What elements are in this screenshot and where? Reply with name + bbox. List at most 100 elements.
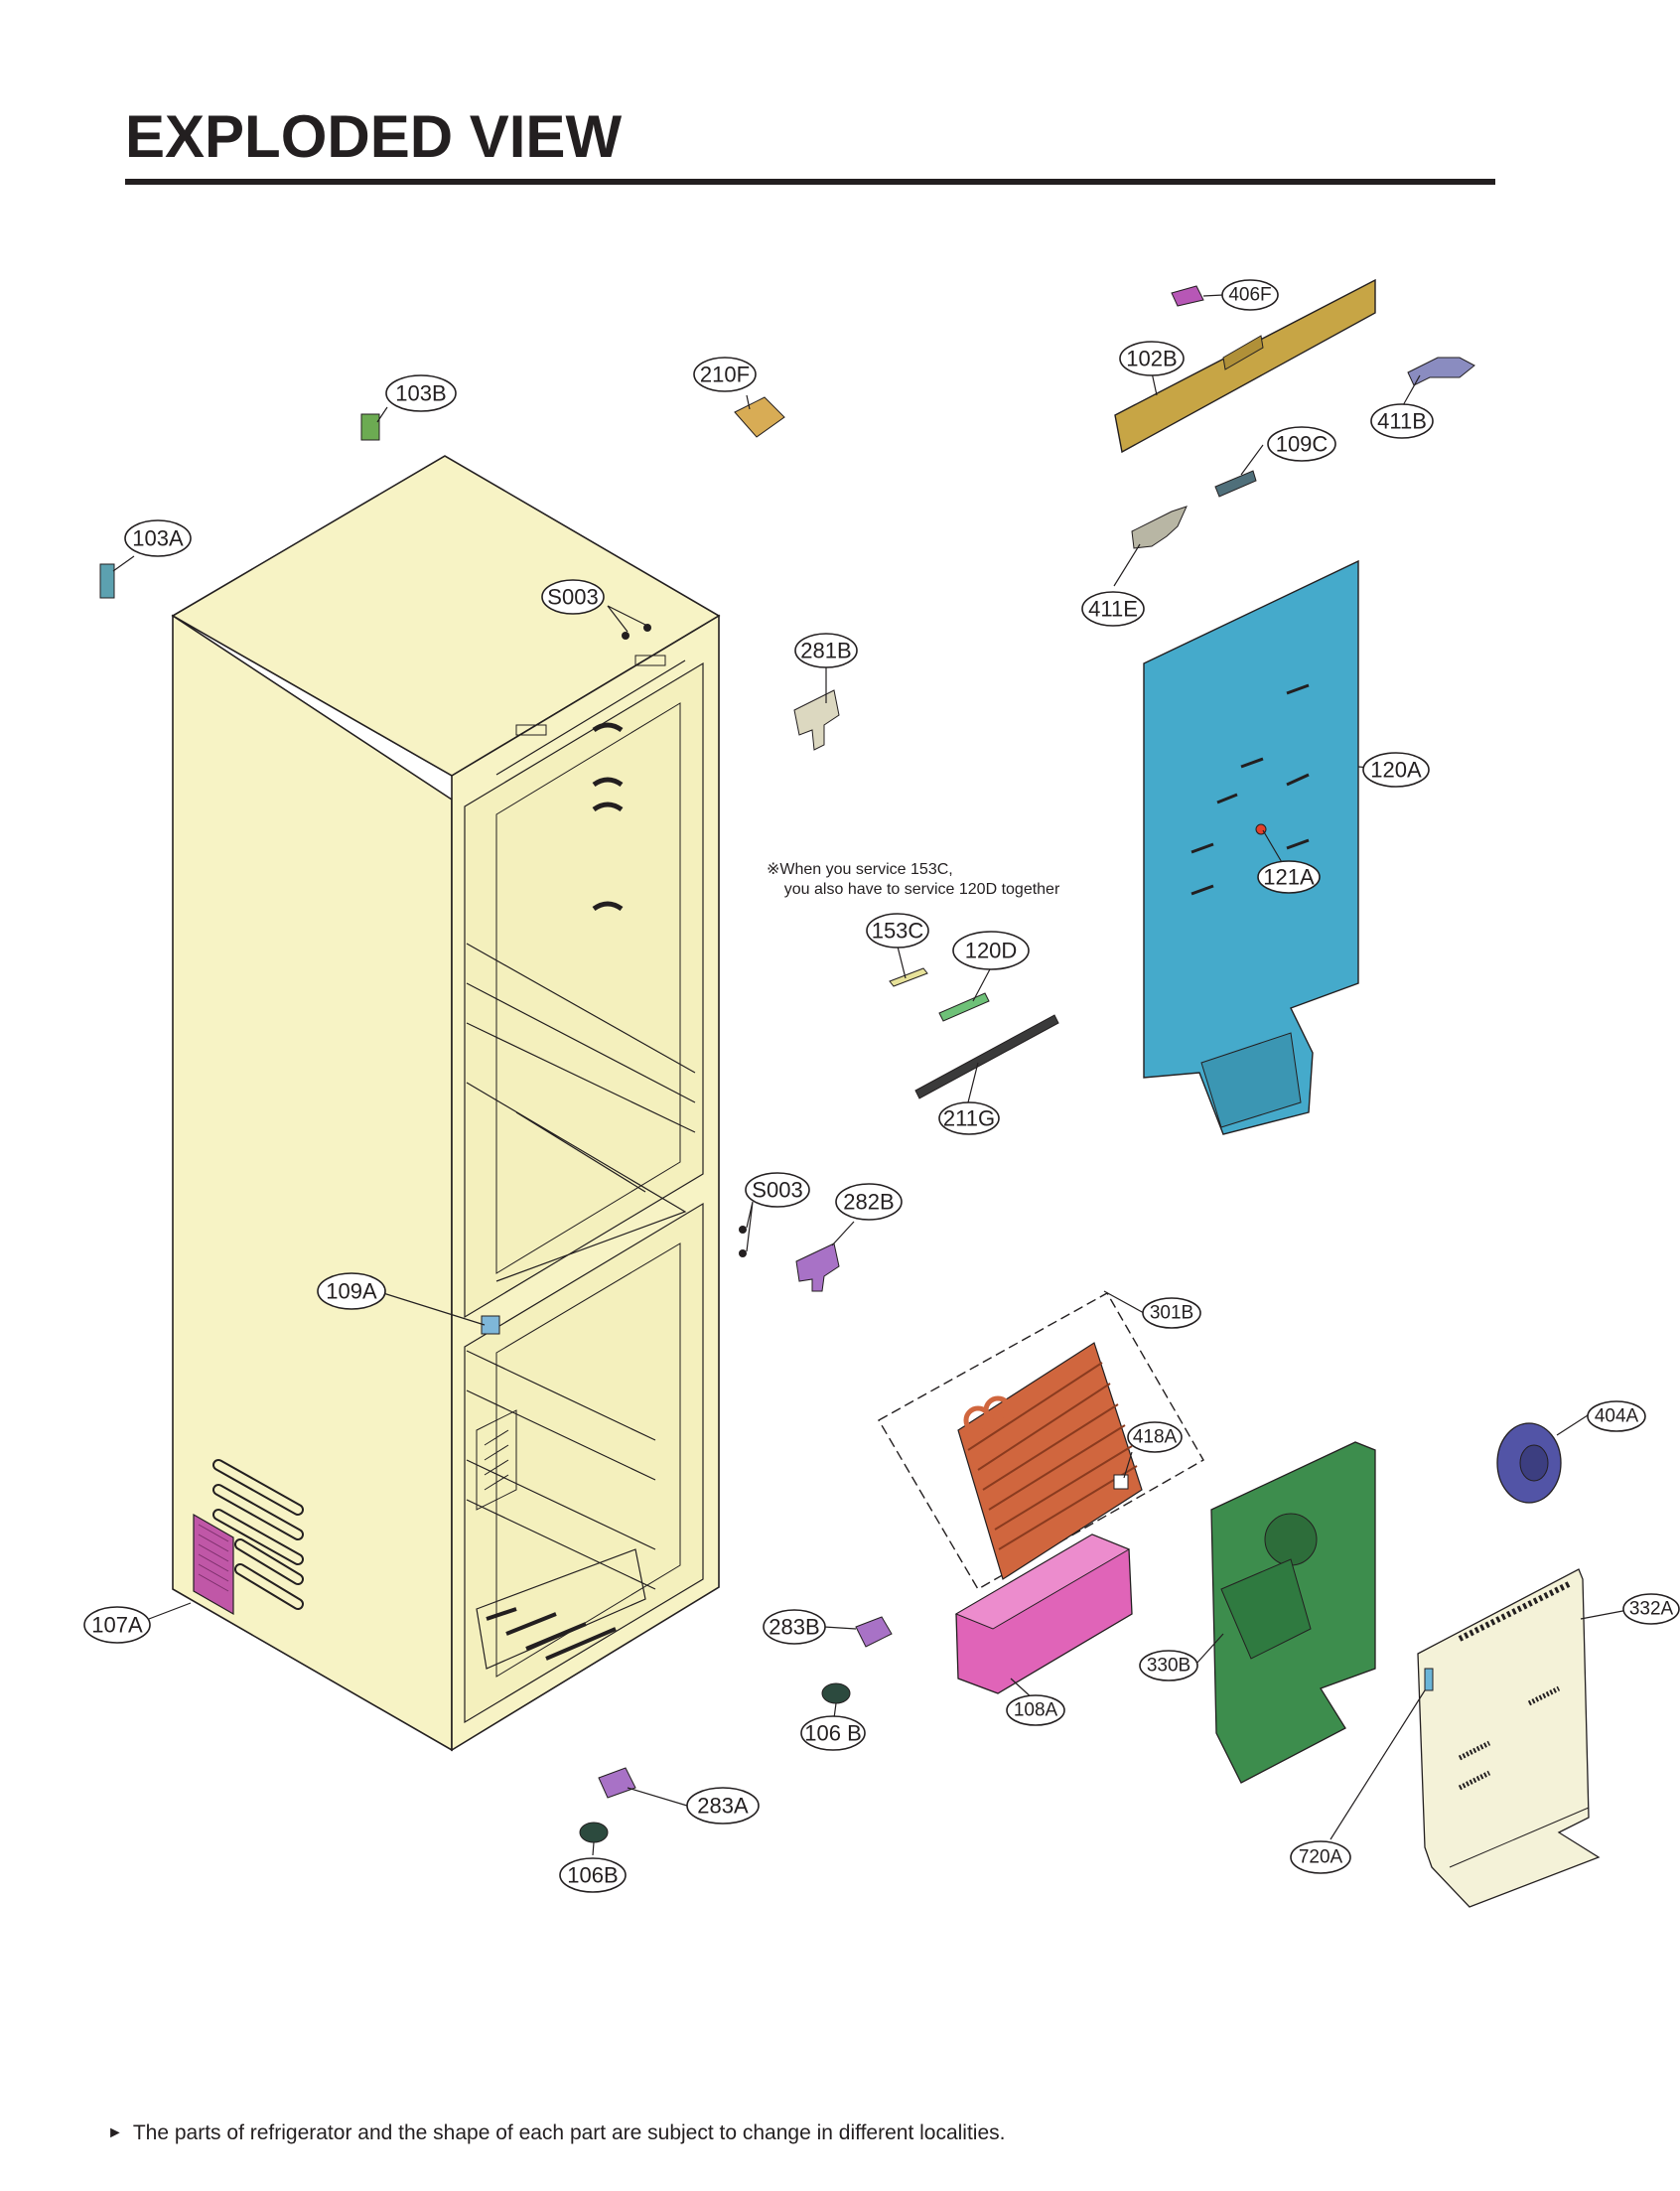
part-106B-roller-a [821, 1682, 851, 1704]
part-301B-evaporator-box [878, 1292, 1204, 1590]
part-301B-evaporator [957, 1342, 1143, 1580]
callout-107A: 107A [83, 1606, 151, 1644]
callout-S003-top: S003 [541, 579, 605, 615]
page-title: EXPLODED VIEW [125, 103, 623, 170]
svg-text:108A: 108A [1014, 1700, 1058, 1721]
svg-text:120D: 120D [965, 939, 1018, 963]
part-106B-roller-b [579, 1822, 609, 1843]
part-406F [1171, 285, 1204, 307]
part-330B-shroud [1210, 1441, 1376, 1784]
footer-marker-icon: ► [107, 2124, 123, 2141]
callout-283A: 283A [686, 1787, 760, 1825]
part-283B-hinge [855, 1616, 893, 1648]
service-note-line-2: you also have to service 120D together [783, 881, 1060, 898]
part-411B [1407, 357, 1475, 386]
part-S003-screws-middle [739, 1226, 747, 1257]
part-332A-grille [1417, 1568, 1601, 1908]
callout-330B: 330B [1139, 1650, 1198, 1681]
svg-text:283A: 283A [697, 1794, 749, 1819]
svg-text:332A: 332A [1629, 1599, 1674, 1620]
svg-text:120A: 120A [1370, 758, 1422, 783]
callout-S003-middle: S003 [745, 1172, 810, 1208]
callout-108A: 108A [1006, 1694, 1065, 1726]
footer-text: The parts of refrigerator and the shape … [132, 2121, 1006, 2144]
svg-text:411E: 411E [1088, 597, 1138, 622]
part-153C [889, 967, 928, 987]
svg-text:121A: 121A [1263, 865, 1315, 890]
callout-404A: 404A [1587, 1400, 1646, 1432]
svg-text:283B: 283B [769, 1615, 819, 1640]
svg-text:153C: 153C [872, 919, 924, 944]
callout-406F: 406F [1221, 279, 1279, 311]
part-720A [1424, 1668, 1434, 1691]
svg-text:S003: S003 [547, 585, 598, 610]
sensor-109A-part [481, 1315, 500, 1335]
callout-411E: 411E [1081, 591, 1145, 627]
part-120A-rear-cover [1143, 559, 1359, 1135]
part-418A [1113, 1474, 1129, 1490]
part-102B-top-cover [1114, 278, 1376, 454]
svg-text:211G: 211G [943, 1106, 995, 1131]
svg-text:418A: 418A [1133, 1427, 1178, 1448]
svg-text:720A: 720A [1299, 1847, 1343, 1868]
callout-102B: 102B [1119, 341, 1185, 376]
callout-282B: 282B [835, 1183, 903, 1221]
svg-text:103A: 103A [132, 526, 184, 551]
svg-text:102B: 102B [1126, 347, 1177, 371]
callout-153C: 153C [866, 913, 929, 949]
part-282B-hinge [795, 1242, 840, 1292]
fresh-food-compartment [464, 661, 704, 1319]
callout-720A: 720A [1290, 1840, 1351, 1874]
part-S003-screws-top [622, 624, 651, 640]
part-109C [1214, 470, 1257, 498]
svg-text:107A: 107A [91, 1613, 143, 1638]
svg-text:282B: 282B [843, 1190, 894, 1215]
callout-210F: 210F [693, 357, 757, 392]
callout-106B-lower: 106B [559, 1857, 627, 1893]
svg-text:301B: 301B [1150, 1303, 1193, 1324]
freezer-compartment [464, 1202, 704, 1724]
svg-text:103B: 103B [395, 381, 446, 406]
svg-text:404A: 404A [1595, 1406, 1639, 1427]
part-283A-hinge [598, 1767, 636, 1799]
svg-text:406F: 406F [1228, 285, 1271, 306]
part-210F [734, 396, 785, 438]
part-281B-hinge [793, 689, 840, 751]
part-108A-drain-tray [954, 1534, 1133, 1694]
service-note: ※When you service 153C, you also have to… [767, 860, 1059, 900]
callout-283B: 283B [763, 1609, 826, 1645]
callout-120D: 120D [952, 931, 1030, 970]
part-120D [938, 992, 990, 1022]
svg-text:330B: 330B [1147, 1656, 1190, 1677]
callout-301B: 301B [1142, 1297, 1201, 1329]
callout-411B: 411B [1370, 403, 1434, 439]
callout-332A: 332A [1622, 1593, 1680, 1625]
cabinet [171, 455, 721, 1752]
callout-121A: 121A [1257, 860, 1321, 894]
svg-text:S003: S003 [752, 1178, 802, 1203]
part-103A [99, 563, 115, 599]
callout-120A: 120A [1362, 752, 1430, 788]
svg-text:106 B: 106 B [804, 1721, 862, 1746]
callout-211G: 211G [938, 1101, 1000, 1135]
svg-text:411B: 411B [1377, 409, 1427, 434]
part-103B [360, 413, 380, 441]
part-404A-fan-motor [1496, 1422, 1562, 1504]
service-note-line-1: ※When you service 153C, [767, 861, 953, 878]
callout-106B-upper: 106 B [800, 1715, 866, 1751]
callout-109A: 109A [317, 1272, 386, 1310]
part-411E [1131, 506, 1188, 549]
svg-text:109C: 109C [1276, 432, 1329, 457]
machine-cover-grille [193, 1513, 234, 1616]
callout-103B: 103B [385, 374, 457, 412]
callout-109C: 109C [1267, 426, 1336, 462]
title-underline [125, 179, 1495, 185]
footer-disclaimer: ► The parts of refrigerator and the shape… [107, 2121, 1005, 2145]
part-211G [914, 1014, 1059, 1099]
callout-281B: 281B [794, 633, 858, 668]
callout-103A: 103A [124, 519, 192, 557]
svg-text:109A: 109A [326, 1279, 377, 1304]
svg-text:106B: 106B [567, 1863, 618, 1888]
